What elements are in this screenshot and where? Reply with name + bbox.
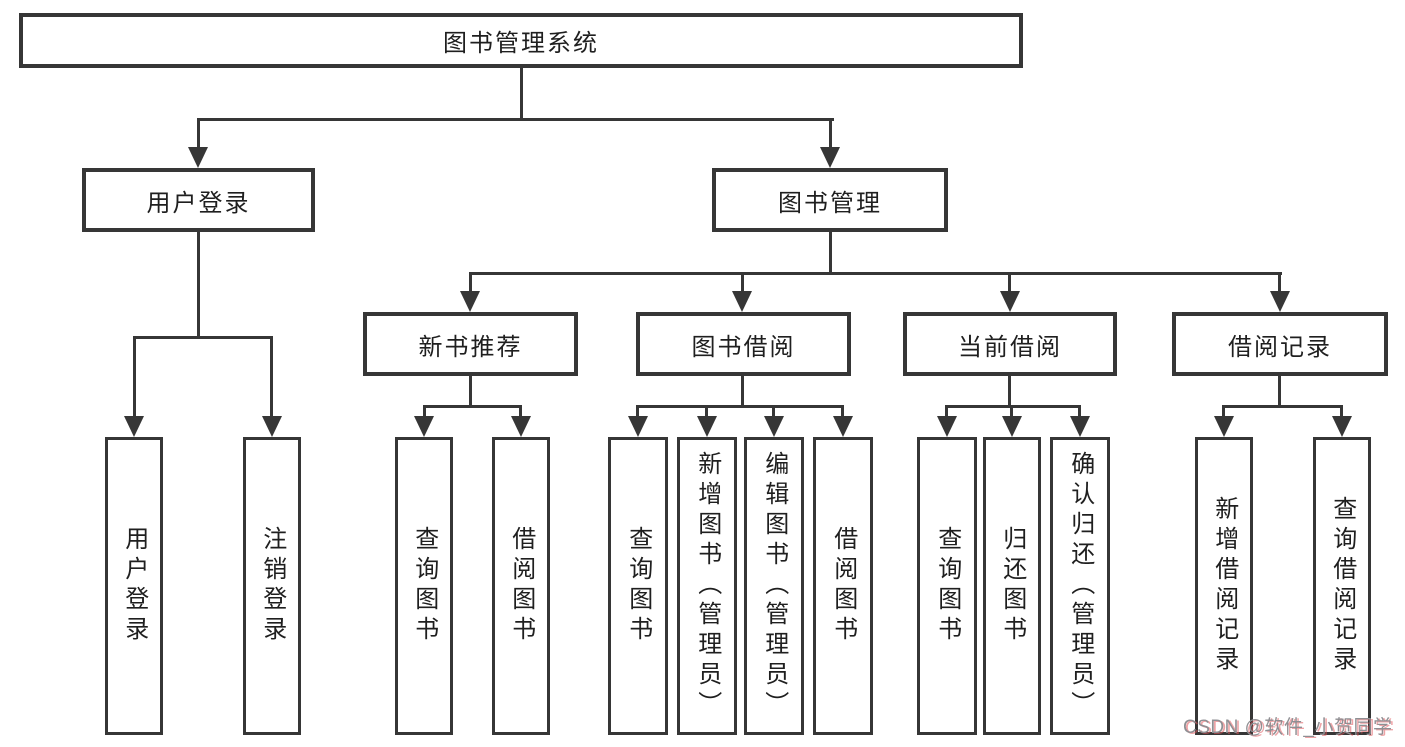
connector-drop-leaf [423, 405, 426, 419]
leaf-newbook-query-books: 查询图书 [395, 437, 453, 735]
node-new-book-recommend: 新书推荐 [363, 312, 578, 376]
connector-level2-bar [469, 272, 1282, 275]
connector-drop-section [741, 272, 744, 296]
connector-current-borrowing-bar [945, 405, 1081, 408]
arrowhead-down-icon [833, 416, 853, 437]
arrowhead-down-icon [1270, 291, 1290, 312]
node-book-management: 图书管理 [712, 168, 948, 232]
leaf-logout: 注销登录 [243, 437, 301, 735]
node-root: 图书管理系统 [19, 13, 1023, 68]
connector-drop-section [1008, 272, 1011, 296]
arrowhead-down-icon [764, 416, 784, 437]
leaf-records-query-record: 查询借阅记录 [1313, 437, 1371, 735]
connector-user-login-bar [133, 336, 273, 339]
leaf-borrowing-edit-books-admin: 编辑图书（管理员） [744, 437, 804, 735]
arrowhead-down-icon [414, 416, 434, 437]
connector-drop-book-management [829, 118, 832, 151]
connector-current-borrowing-stem [1008, 376, 1011, 408]
connector-drop-leaf [945, 405, 948, 419]
connector-book-borrowing-bar [636, 405, 844, 408]
leaf-records-add-record: 新增借阅记录 [1195, 437, 1253, 735]
connector-drop-leaf [841, 405, 844, 419]
arrowhead-down-icon [732, 291, 752, 312]
node-borrowing-records: 借阅记录 [1172, 312, 1388, 376]
csdn-watermark: CSDN @软件_小贺同学 [1183, 717, 1393, 738]
arrowhead-down-icon [511, 416, 531, 437]
node-book-borrowing: 图书借阅 [636, 312, 851, 376]
connector-drop-section [1278, 272, 1281, 296]
connector-drop-leaf [636, 405, 639, 419]
arrowhead-down-icon [460, 291, 480, 312]
leaf-current-confirm-return-admin: 确认归还（管理员） [1050, 437, 1110, 735]
node-user-login: 用户登录 [82, 168, 315, 232]
connector-drop-leaf [1340, 405, 1343, 419]
arrowhead-down-icon [937, 416, 957, 437]
arrowhead-down-icon [820, 147, 840, 168]
connector-book-borrowing-stem [741, 376, 744, 408]
connector-drop-leaf [705, 405, 708, 419]
connector-drop-leaf [1078, 405, 1081, 419]
connector-borrowing-records-stem [1278, 376, 1281, 408]
arrowhead-down-icon [1000, 291, 1020, 312]
leaf-current-query-books: 查询图书 [917, 437, 977, 735]
connector-borrowing-records-bar [1222, 405, 1343, 408]
node-current-borrowing: 当前借阅 [903, 312, 1117, 376]
leaf-borrowing-query-books: 查询图书 [608, 437, 668, 735]
arrowhead-down-icon [1332, 416, 1352, 437]
arrowhead-down-icon [124, 416, 144, 437]
connector-drop-leaf [772, 405, 775, 419]
leaf-borrowing-borrow-books: 借阅图书 [813, 437, 873, 735]
connector-drop-leaf [519, 405, 522, 419]
connector-new-book-stem [469, 376, 472, 408]
connector-book-management-stem [829, 232, 832, 275]
connector-drop-leaf [1010, 405, 1013, 419]
leaf-borrowing-add-books-admin: 新增图书（管理员） [677, 437, 737, 735]
arrowhead-down-icon [1002, 416, 1022, 437]
arrowhead-down-icon [1214, 416, 1234, 437]
arrowhead-down-icon [262, 416, 282, 437]
leaf-current-return-books: 归还图书 [983, 437, 1041, 735]
connector-root-stem [520, 68, 523, 121]
connector-level1-bar [197, 118, 834, 121]
connector-drop-leaf [133, 336, 136, 420]
connector-drop-leaf [270, 336, 273, 420]
connector-user-login-stem [197, 232, 200, 339]
arrowhead-down-icon [628, 416, 648, 437]
arrowhead-down-icon [188, 147, 208, 168]
arrowhead-down-icon [697, 416, 717, 437]
arrowhead-down-icon [1070, 416, 1090, 437]
leaf-newbook-borrow-books: 借阅图书 [492, 437, 550, 735]
connector-drop-section [469, 272, 472, 296]
connector-drop-leaf [1222, 405, 1225, 419]
leaf-user-login: 用户登录 [105, 437, 163, 735]
connector-new-book-bar [423, 405, 522, 408]
connector-drop-user-login [197, 118, 200, 151]
